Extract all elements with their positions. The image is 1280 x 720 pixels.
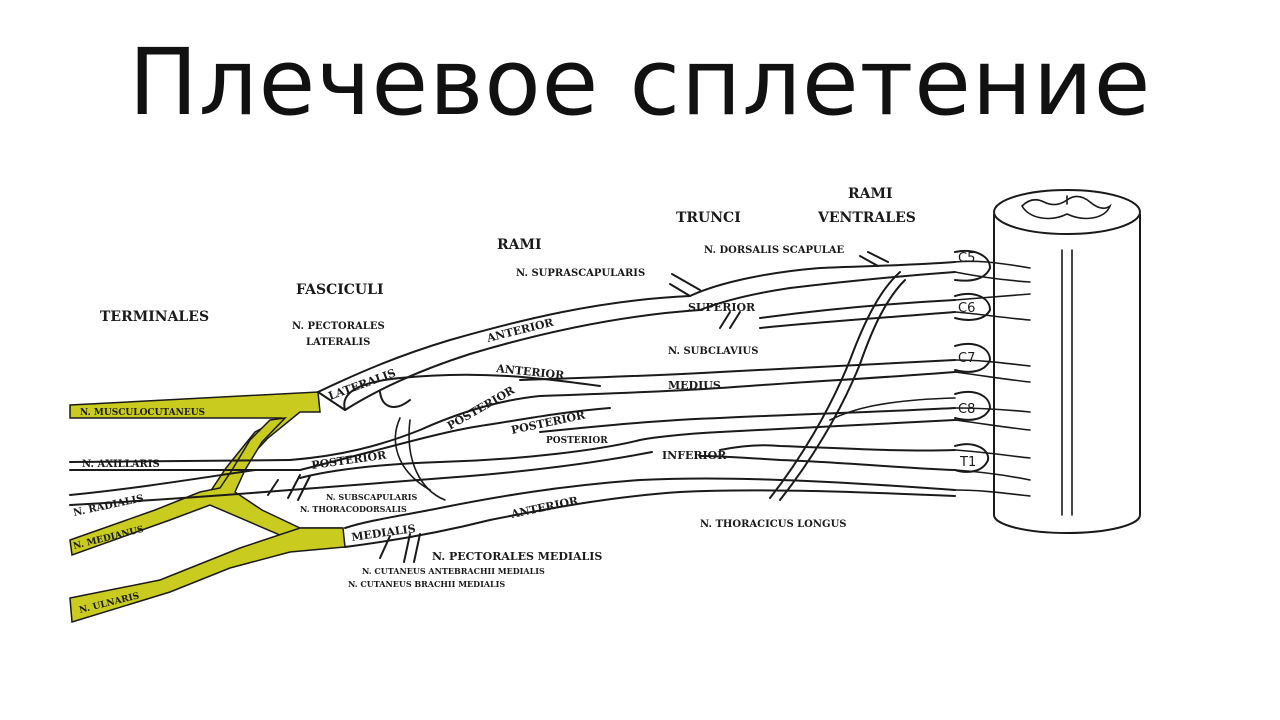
page-title: Плечевое сплетение xyxy=(128,29,1152,136)
label-pectorales-lateralis-line1: N. PECTORALES xyxy=(292,321,385,332)
header-rami-ventrales-line2: VENTRALES xyxy=(817,210,916,226)
section-headers: TERMINALES FASCICULI RAMI TRUNCI RAMI VE… xyxy=(100,186,916,325)
label-inferior-trunk: INFERIOR xyxy=(662,449,727,462)
label-medius-trunk: MEDIUS xyxy=(668,379,721,392)
label-musculocutaneus: N. MUSCULOCUTANEUS xyxy=(80,408,205,418)
label-posterior-division-2: POSTERIOR xyxy=(510,408,587,437)
label-root-c6: C6 xyxy=(958,301,975,316)
header-fasciculi: FASCICULI xyxy=(296,282,384,298)
label-pectorales-medialis: N. PECTORALES MEDIALIS xyxy=(432,550,602,563)
trunci-labels: SUPERIOR MEDIUS INFERIOR xyxy=(662,301,756,462)
spinal-cord xyxy=(993,189,1141,534)
label-suprascapularis: N. SUPRASCAPULARIS xyxy=(516,268,645,279)
medianus-nerve-shape xyxy=(69,416,346,557)
label-root-c7: C7 xyxy=(958,351,975,366)
label-thoracicus-longus: N. THORACICUS LONGUS xyxy=(700,519,847,530)
label-subscapularis: N. SUBSCAPULARIS xyxy=(326,492,417,502)
header-trunci: TRUNCI xyxy=(676,210,741,226)
label-root-t1: T1 xyxy=(959,455,976,470)
header-rami-ventrales-line1: RAMI xyxy=(848,186,893,202)
label-pectorales-lateralis-line2: LATERALIS xyxy=(306,337,370,348)
root-labels: C5 C6 C7 C8 T1 xyxy=(958,251,976,470)
header-rami: RAMI xyxy=(497,237,542,253)
label-thoracodorsalis: N. THORACODORSALIS xyxy=(300,504,407,514)
label-dorsalis-scapulae: N. DORSALIS SCAPULAE xyxy=(704,245,845,256)
label-cutaneus-brachii: N. CUTANEUS BRACHII MEDIALIS xyxy=(348,579,505,589)
label-posterior-division-3: POSTERIOR xyxy=(546,436,608,446)
label-root-c5: C5 xyxy=(958,251,975,266)
nerve-network xyxy=(69,250,1031,563)
label-anterior-lower: ANTERIOR xyxy=(509,494,580,521)
header-terminales: TERMINALES xyxy=(100,309,209,325)
label-subclavius: N. SUBCLAVIUS xyxy=(668,346,758,357)
label-root-c8: C8 xyxy=(958,402,975,417)
branch-labels: N. SUPRASCAPULARIS N. DORSALIS SCAPULAE … xyxy=(292,245,847,589)
label-radialis: N. RADIALIS xyxy=(72,493,144,519)
label-superior-trunk: SUPERIOR xyxy=(688,301,756,314)
label-axillaris: N. AXILLARIS xyxy=(82,459,160,470)
label-cutaneus-antebrachii: N. CUTANEUS ANTEBRACHII MEDIALIS xyxy=(362,566,545,576)
